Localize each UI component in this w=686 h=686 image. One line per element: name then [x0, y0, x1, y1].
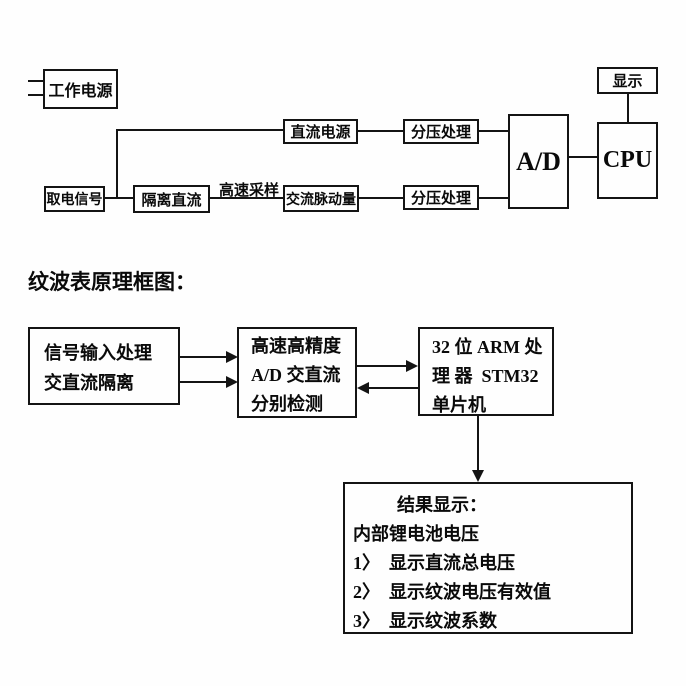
arm-box: 32 位 ARM 处 理 器 STM32 单片机: [418, 327, 554, 416]
result-item-1: 1〉 显示直流总电压: [353, 553, 515, 573]
display-label: 显示: [612, 74, 643, 90]
arrow-line-arm-to-result: [477, 416, 479, 471]
connector-dc-power-to-divider-1: [358, 130, 403, 132]
connector-isolate-dc-to-ac-pulse: [210, 197, 283, 199]
connector-junction-to-dc-power: [116, 129, 283, 131]
dc-power-box: 直流电源: [283, 119, 358, 144]
ad-detect-line3: 分别检测: [251, 394, 323, 414]
cpu-box: CPU: [597, 122, 658, 199]
arrow-head-signal-to-addetect-1: [226, 351, 238, 363]
arrow-line-addetect-to-arm: [357, 365, 407, 367]
divider-1-box: 分压处理: [403, 119, 479, 144]
ad-converter-label: A/D: [516, 146, 561, 176]
power-signal-label: 取电信号: [46, 193, 103, 208]
section-heading: 纹波表原理框图：: [28, 270, 196, 294]
arrow-head-arm-to-result: [472, 470, 484, 482]
result-title: 结果显示：: [397, 495, 487, 515]
connector-display-to-cpu: [627, 94, 629, 122]
work-power-input-stub-1: [28, 80, 43, 82]
work-power-label: 工作电源: [48, 83, 113, 100]
isolate-dc-box: 隔离直流: [133, 185, 210, 213]
ad-detect-line1: 高速高精度: [251, 336, 341, 356]
arrow-head-addetect-to-arm: [406, 360, 418, 372]
arrow-head-signal-to-addetect-2: [226, 376, 238, 388]
signal-input-box: 信号输入处理 交直流隔离: [28, 327, 180, 405]
signal-input-line1: 信号输入处理: [44, 343, 152, 363]
ad-detect-line2: A/D 交直流: [251, 365, 341, 385]
result-item-3: 3〉 显示纹波系数: [353, 611, 497, 631]
connector-ad-to-cpu: [569, 156, 597, 158]
power-signal-box: 取电信号: [44, 186, 105, 212]
arm-line1: 32 位 ARM 处: [432, 337, 543, 357]
cpu-label: CPU: [602, 147, 653, 173]
connector-power-signal-to-isolate-dc: [105, 197, 133, 199]
result-item-2: 2〉 显示纹波电压有效值: [353, 582, 551, 602]
ac-pulse-box: 交流脉动量: [283, 185, 359, 212]
ad-detect-box: 高速高精度 A/D 交直流 分别检测: [237, 327, 357, 418]
connector-ac-pulse-to-divider-2: [359, 197, 403, 199]
arrow-line-signal-to-addetect-2: [180, 381, 227, 383]
connector-divider-1-to-ad: [479, 130, 508, 132]
arrow-line-arm-to-addetect: [369, 387, 418, 389]
divider-2-label: 分压处理: [410, 191, 471, 207]
connector-junction-vertical: [116, 129, 118, 199]
isolate-dc-label: 隔离直流: [141, 192, 202, 209]
ac-pulse-label: 交流脉动量: [286, 192, 356, 208]
connector-divider-2-to-ad: [479, 197, 508, 199]
result-subtitle: 内部锂电池电压: [353, 524, 479, 544]
work-power-box: 工作电源: [43, 69, 118, 109]
result-box: 结果显示： 内部锂电池电压 1〉 显示直流总电压 2〉 显示纹波电压有效值 3〉…: [343, 482, 633, 634]
ad-converter-box: A/D: [508, 114, 569, 209]
arm-line3: 单片机: [432, 395, 486, 415]
arrow-line-signal-to-addetect-1: [180, 356, 227, 358]
divider-2-box: 分压处理: [403, 185, 479, 210]
signal-input-line2: 交直流隔离: [44, 373, 134, 393]
dc-power-label: 直流电源: [290, 125, 351, 141]
display-box: 显示: [597, 67, 658, 94]
high-speed-sampling-label: 高速采样: [219, 183, 280, 199]
divider-1-label: 分压处理: [410, 125, 471, 141]
arrow-head-arm-to-addetect: [357, 382, 369, 394]
work-power-input-stub-2: [28, 94, 43, 96]
arm-line2: 理 器 STM32: [432, 366, 539, 386]
